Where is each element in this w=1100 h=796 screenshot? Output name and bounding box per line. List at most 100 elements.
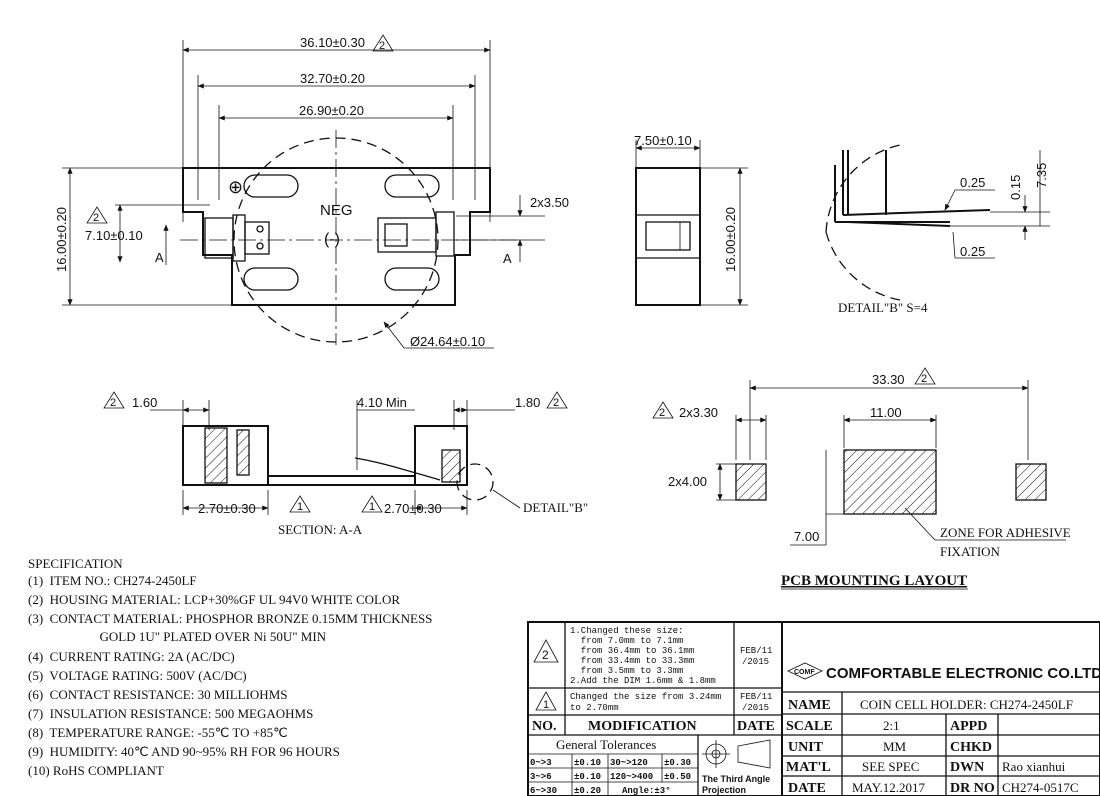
tb-name-value: COIN CELL HOLDER: CH274-2450LF [860, 697, 1073, 712]
rev-mark-2-offset: 2 [93, 212, 99, 224]
rev-mark-2-1-80: 2 [553, 397, 559, 409]
tb-unit-value: MM [883, 739, 907, 754]
detail-b: 0.25 0.15 7.35 0.25 DETAIL"B" S=4 [825, 144, 1050, 315]
pcb-dim-2x3-30: 2x3.30 [679, 405, 718, 420]
top-view: 36.10±0.30 2 32.70±0.20 26.90±0.20 16.00… [54, 34, 569, 349]
spec-item-1: (1) ITEM NO.: CH274-2450LF [28, 573, 197, 588]
projection-line1: The Third Angle [702, 774, 770, 784]
rev2-line-3: from 36.4mm to 36.1mm [570, 646, 694, 656]
pcb-layout: 33.30 2 2 2x3.30 11.00 2x4.00 7.00 ZONE … [652, 367, 1071, 590]
rev2-date-2: /2015 [742, 657, 769, 667]
spec-item-4: (4) CURRENT RATING: 2A (AC/DC) [28, 649, 235, 664]
rev2-line-2: from 7.0mm to 7.1mm [570, 636, 683, 646]
dim-2-70-left: 2.70±0.30 [198, 501, 256, 516]
tol-r3-c1: 6~>30 [530, 786, 557, 796]
title-block: COMF COMFORTABLE ELECTRONIC CO.LTD. NAME… [781, 621, 1100, 796]
specification: SPECIFICATION (1) ITEM NO.: CH274-2450LF… [28, 556, 432, 778]
tb-dwn-label: DWN [950, 760, 984, 775]
company-logo: COMF [787, 662, 823, 680]
tb-dwn-value: Rao xianhui [1002, 759, 1066, 774]
tb-matl-value: SEE SPEC [862, 759, 919, 774]
spec-item-6: (6) CONTACT RESISTANCE: 30 MILLIOHMS [28, 687, 288, 702]
rev1-mark: 1 [543, 699, 549, 711]
tol-r1-c3: 30~>120 [610, 758, 648, 768]
detail-dim-7-35: 7.35 [1034, 163, 1049, 188]
tb-scale-value: 2:1 [883, 718, 900, 733]
pcb-dim-2x4-00: 2x4.00 [668, 474, 707, 489]
rev-mark-1-left: 1 [297, 501, 303, 513]
tol-r2-c1: 3~>6 [530, 772, 552, 782]
col-no: NO. [532, 719, 557, 734]
rev-mark-2: 2 [379, 40, 385, 52]
detail-b-caption: DETAIL"B" S=4 [838, 300, 928, 315]
tb-matl-label: MAT'L [786, 760, 831, 775]
dim-7-50: 7.50±0.10 [634, 133, 692, 148]
pcb-dim-33-30: 33.30 [872, 372, 905, 387]
spec-item-7: (7) INSULATION RESISTANCE: 500 MEGAOHMS [28, 706, 313, 721]
dim-diameter: Ø24.64±0.10 [410, 334, 485, 349]
tol-r3-c2: ±0.20 [574, 786, 601, 796]
company-name: COMFORTABLE ELECTRONIC CO.LTD. [826, 665, 1100, 682]
rev2-line-6: 2.Add the DIM 1.6mm & 1.8mm [570, 676, 716, 686]
dim-4-10-min: 4.10 Min [357, 395, 407, 410]
revision-block: 2 1.Changed these size: from 7.0mm to 7.… [527, 621, 783, 796]
tb-date-label: DATE [788, 781, 826, 796]
rev1-line-1: Changed the size from 3.24mm [570, 692, 721, 702]
spec-item-9: (9) HUMIDITY: 40℃ AND 90~95% RH FOR 96 H… [28, 744, 340, 759]
col-date: DATE [737, 719, 775, 734]
tb-scale-label: SCALE [786, 719, 833, 734]
tol-r2-c4: ±0.50 [664, 772, 691, 782]
spec-item-2: (2) HOUSING MATERIAL: LCP+30%GF UL 94V0 … [28, 592, 400, 607]
rev1-date-2: /2015 [742, 703, 769, 713]
tb-drno-value: CH274-0517C [1002, 780, 1079, 795]
spec-item-5: (5) VOLTAGE RATING: 500V (AC/DC) [28, 668, 247, 683]
detail-dim-0-25-top: 0.25 [960, 175, 985, 190]
rev2-line-5: from 3.5mm to 3.3mm [570, 666, 683, 676]
section-mark-a-right: A [503, 251, 512, 266]
rev1-date-1: FEB/11 [740, 692, 772, 702]
tol-r2-c3: 120~>400 [610, 772, 653, 782]
rev2-mark: 2 [542, 648, 549, 662]
dim-7-10: 7.10±0.10 [85, 228, 143, 243]
detail-dim-0-25-bottom: 0.25 [960, 244, 985, 259]
dim-2-70-right: 2.70±0.30 [384, 501, 442, 516]
third-angle-projection-icon [702, 739, 771, 769]
tb-chkd-label: CHKD [950, 740, 992, 755]
section-mark-a-left: A [155, 250, 164, 265]
pcb-rev-mark-2: 2 [921, 373, 927, 385]
dim-32-70: 32.70±0.20 [300, 71, 365, 86]
col-modification: MODIFICATION [588, 719, 697, 734]
side-view: 7.50±0.10 16.00±0.20 [634, 133, 748, 306]
rev-mark-2-1-60: 2 [110, 397, 116, 409]
tolerance-heading: General Tolerances [556, 737, 656, 752]
company-logo-text: COMF [794, 669, 815, 676]
dim-26-90: 26.90±0.20 [299, 103, 364, 118]
pcb-layout-title: PCB MOUNTING LAYOUT [781, 573, 967, 589]
detail-dim-0-15: 0.15 [1008, 175, 1023, 200]
tol-r2-c2: ±0.10 [574, 772, 601, 782]
detail-b-label: DETAIL"B" [523, 500, 588, 515]
tb-drno-label: DR NO [950, 781, 995, 796]
rev2-line-1: 1.Changed these size: [570, 626, 683, 636]
spec-item-3b: GOLD 1U" PLATED OVER Ni 50U" MIN [28, 629, 327, 644]
dim-16-00-side: 16.00±0.20 [723, 207, 738, 272]
rev1-line-2: to 2.70mm [570, 703, 619, 713]
zone-label-line1: ZONE FOR ADHESIVE [940, 525, 1071, 540]
tb-date-value: MAY.12.2017 [852, 780, 925, 795]
rev-mark-1-right: 1 [369, 501, 375, 513]
pcb-rev-mark-2-pad: 2 [659, 407, 665, 419]
label-neg: NEG [320, 202, 353, 219]
tol-r3-c3: Angle:±3° [622, 786, 671, 796]
projection-line2: Projection [702, 785, 746, 795]
label-plus: ⊕ [228, 177, 243, 197]
dim-16-00-top: 16.00±0.20 [54, 207, 69, 272]
dim-36-10: 36.10±0.30 [300, 35, 365, 50]
tb-appd-label: APPD [950, 719, 987, 734]
tol-r1-c2: ±0.10 [574, 758, 601, 768]
dim-2x3-50: 2x3.50 [530, 195, 569, 210]
dim-1-80: 1.80 [515, 395, 540, 410]
pcb-dim-7-00: 7.00 [794, 529, 819, 544]
section-view: 2 1.60 4.10 Min 1.80 2 DETAIL"B" 2.70±0.… [103, 391, 588, 537]
spec-heading: SPECIFICATION [28, 556, 123, 571]
